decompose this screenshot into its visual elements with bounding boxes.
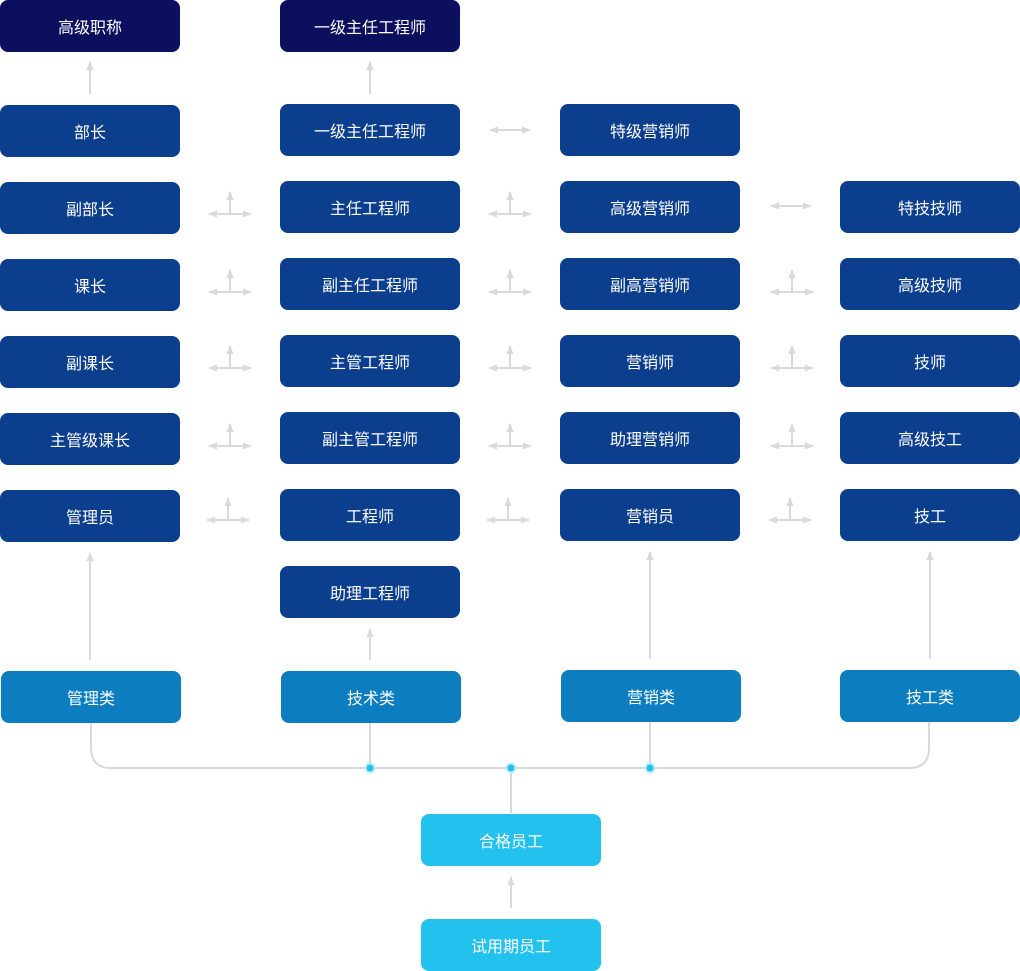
management-level-node: 副课长 <box>0 336 180 388</box>
management-level-node: 管理员 <box>0 490 180 542</box>
technical-level-node: 主任工程师 <box>280 181 460 233</box>
three-way-arrow <box>488 269 532 296</box>
marketing-level-node: 助理营销师 <box>560 412 740 464</box>
junction-dot <box>364 762 376 774</box>
management-level-node: 主管级课长 <box>0 413 180 465</box>
three-way-arrow <box>208 191 252 218</box>
three-way-arrow <box>208 423 252 450</box>
technician-level-node: 技工 <box>840 489 1020 541</box>
management-top-node: 高级职称 <box>0 0 180 52</box>
junction-dot <box>644 762 656 774</box>
management-level-node: 副部长 <box>0 182 180 234</box>
technical-level-node: 副主任工程师 <box>280 258 460 310</box>
marketing-level-node: 高级营销师 <box>560 181 740 233</box>
qualified-employee-node: 合格员工 <box>421 814 601 866</box>
three-way-arrow <box>770 423 814 450</box>
technical-category-node: 技术类 <box>281 671 461 723</box>
technical-level-node: 一级主任工程师 <box>280 104 460 156</box>
management-level-node: 课长 <box>0 259 180 311</box>
three-way-arrow <box>488 345 532 372</box>
three-way-arrow <box>486 497 530 524</box>
three-way-arrow <box>208 269 252 296</box>
marketing-level-node: 营销师 <box>560 335 740 387</box>
management-level-node: 部长 <box>0 105 180 157</box>
technician-level-node: 特技技师 <box>840 181 1020 233</box>
technical-level-node: 助理工程师 <box>280 566 460 618</box>
management-category-node: 管理类 <box>1 671 181 723</box>
marketing-level-node: 副高营销师 <box>560 258 740 310</box>
three-way-arrow <box>208 345 252 372</box>
technician-category-node: 技工类 <box>840 670 1020 722</box>
probation-employee-node: 试用期员工 <box>421 919 601 971</box>
technical-level-node: 工程师 <box>280 489 460 541</box>
technical-top-node: 一级主任工程师 <box>280 0 460 52</box>
three-way-arrow <box>770 269 814 296</box>
technical-level-node: 副主管工程师 <box>280 412 460 464</box>
technician-level-node: 高级技师 <box>840 258 1020 310</box>
three-way-arrow <box>488 191 532 218</box>
marketing-category-node: 营销类 <box>561 670 741 722</box>
category-connector <box>90 722 930 769</box>
technical-level-node: 主管工程师 <box>280 335 460 387</box>
three-way-arrow <box>488 423 532 450</box>
technician-level-node: 高级技工 <box>840 412 1020 464</box>
technician-level-node: 技师 <box>840 335 1020 387</box>
marketing-level-node: 特级营销师 <box>560 104 740 156</box>
three-way-arrow <box>206 497 250 524</box>
marketing-level-node: 营销员 <box>560 489 740 541</box>
three-way-arrow <box>768 497 812 524</box>
junction-dot <box>505 762 517 774</box>
three-way-arrow <box>770 345 814 372</box>
